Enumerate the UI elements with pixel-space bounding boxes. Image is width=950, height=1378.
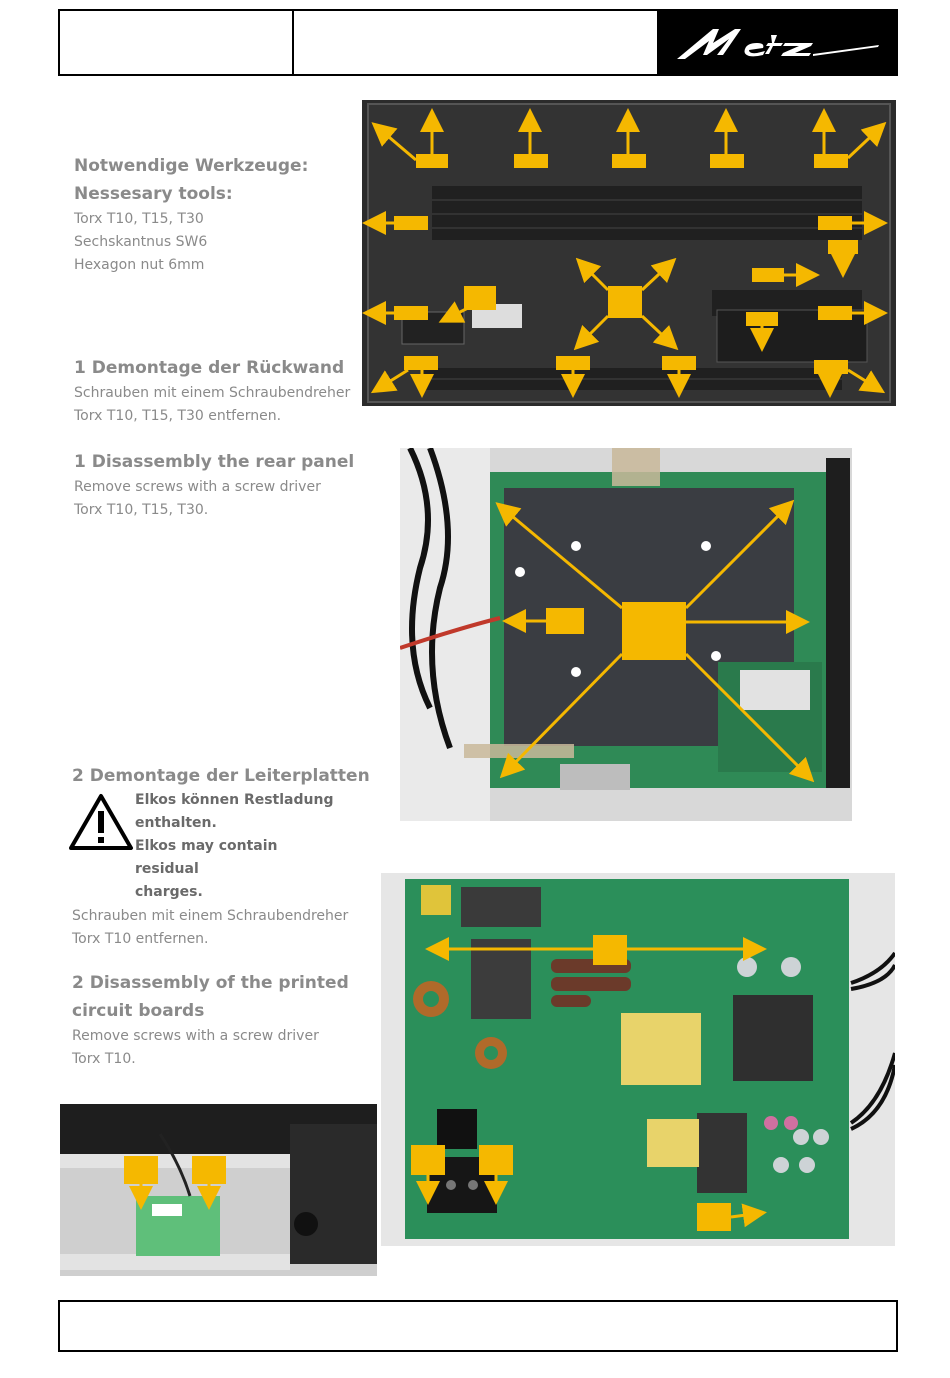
step2-instructions: Schrauben mit einem Schraubendreher Torx… (72, 905, 372, 1071)
tool-item: Hexagon nut 6mm (74, 257, 205, 273)
metz-logo (659, 11, 896, 74)
small-module-photo (60, 1104, 377, 1276)
metz-logo-mark (676, 28, 879, 59)
header-cell-left (60, 11, 294, 74)
header-cell-middle (294, 11, 659, 74)
page-header (58, 9, 898, 76)
step1-text-de: Schrauben mit einem Schraubendreher (74, 385, 351, 401)
page-footer (58, 1300, 898, 1352)
tools-section: Notwendige Werkzeuge: Nessesary tools: T… (74, 152, 354, 277)
step1-title-de: 1 Demontage der Rückwand (74, 358, 345, 378)
step1-title-en: 1 Disassembly the rear panel (74, 452, 355, 472)
warning-line: Elkos may contain residual (135, 838, 278, 877)
mainboard-photo (400, 448, 852, 821)
step2-text-en: Remove screws with a screw driver (72, 1028, 319, 1044)
step2-title-en: circuit boards (72, 1001, 205, 1021)
power-board-photo (381, 873, 895, 1246)
warning-line: charges. (135, 884, 203, 900)
step1-text-en: Remove screws with a screw driver (74, 479, 321, 495)
warning-text: Elkos können Restladung enthalten. Elkos… (135, 789, 335, 904)
step1-text-de: Torx T10, T15, T30 entfernen. (74, 408, 282, 424)
warning-line: Elkos können Restladung (135, 792, 334, 808)
tools-title-de: Notwendige Werkzeuge: (74, 156, 309, 176)
step1-text-en: Torx T10, T15, T30. (74, 502, 209, 518)
warning-triangle-icon (69, 794, 133, 850)
tool-item: Torx T10, T15, T30 (74, 211, 204, 227)
step2-title-de: 2 Demontage der Leiterplatten (72, 766, 370, 786)
tools-title-en: Nessesary tools: (74, 184, 233, 204)
step2-text-de: Schrauben mit einem Schraubendreher (72, 908, 349, 924)
step2-text-en: Torx T10. (72, 1051, 136, 1067)
step2-title-en: 2 Disassembly of the printed (72, 973, 349, 993)
step2-text-de: Torx T10 entfernen. (72, 931, 209, 947)
tool-item: Sechskantnus SW6 (74, 234, 208, 250)
step1-section: 1 Demontage der Rückwand Schrauben mit e… (74, 354, 364, 522)
rear-panel-photo (362, 100, 896, 406)
warning-line: enthalten. (135, 815, 217, 831)
step2-section: 2 Demontage der Leiterplatten (72, 762, 372, 790)
